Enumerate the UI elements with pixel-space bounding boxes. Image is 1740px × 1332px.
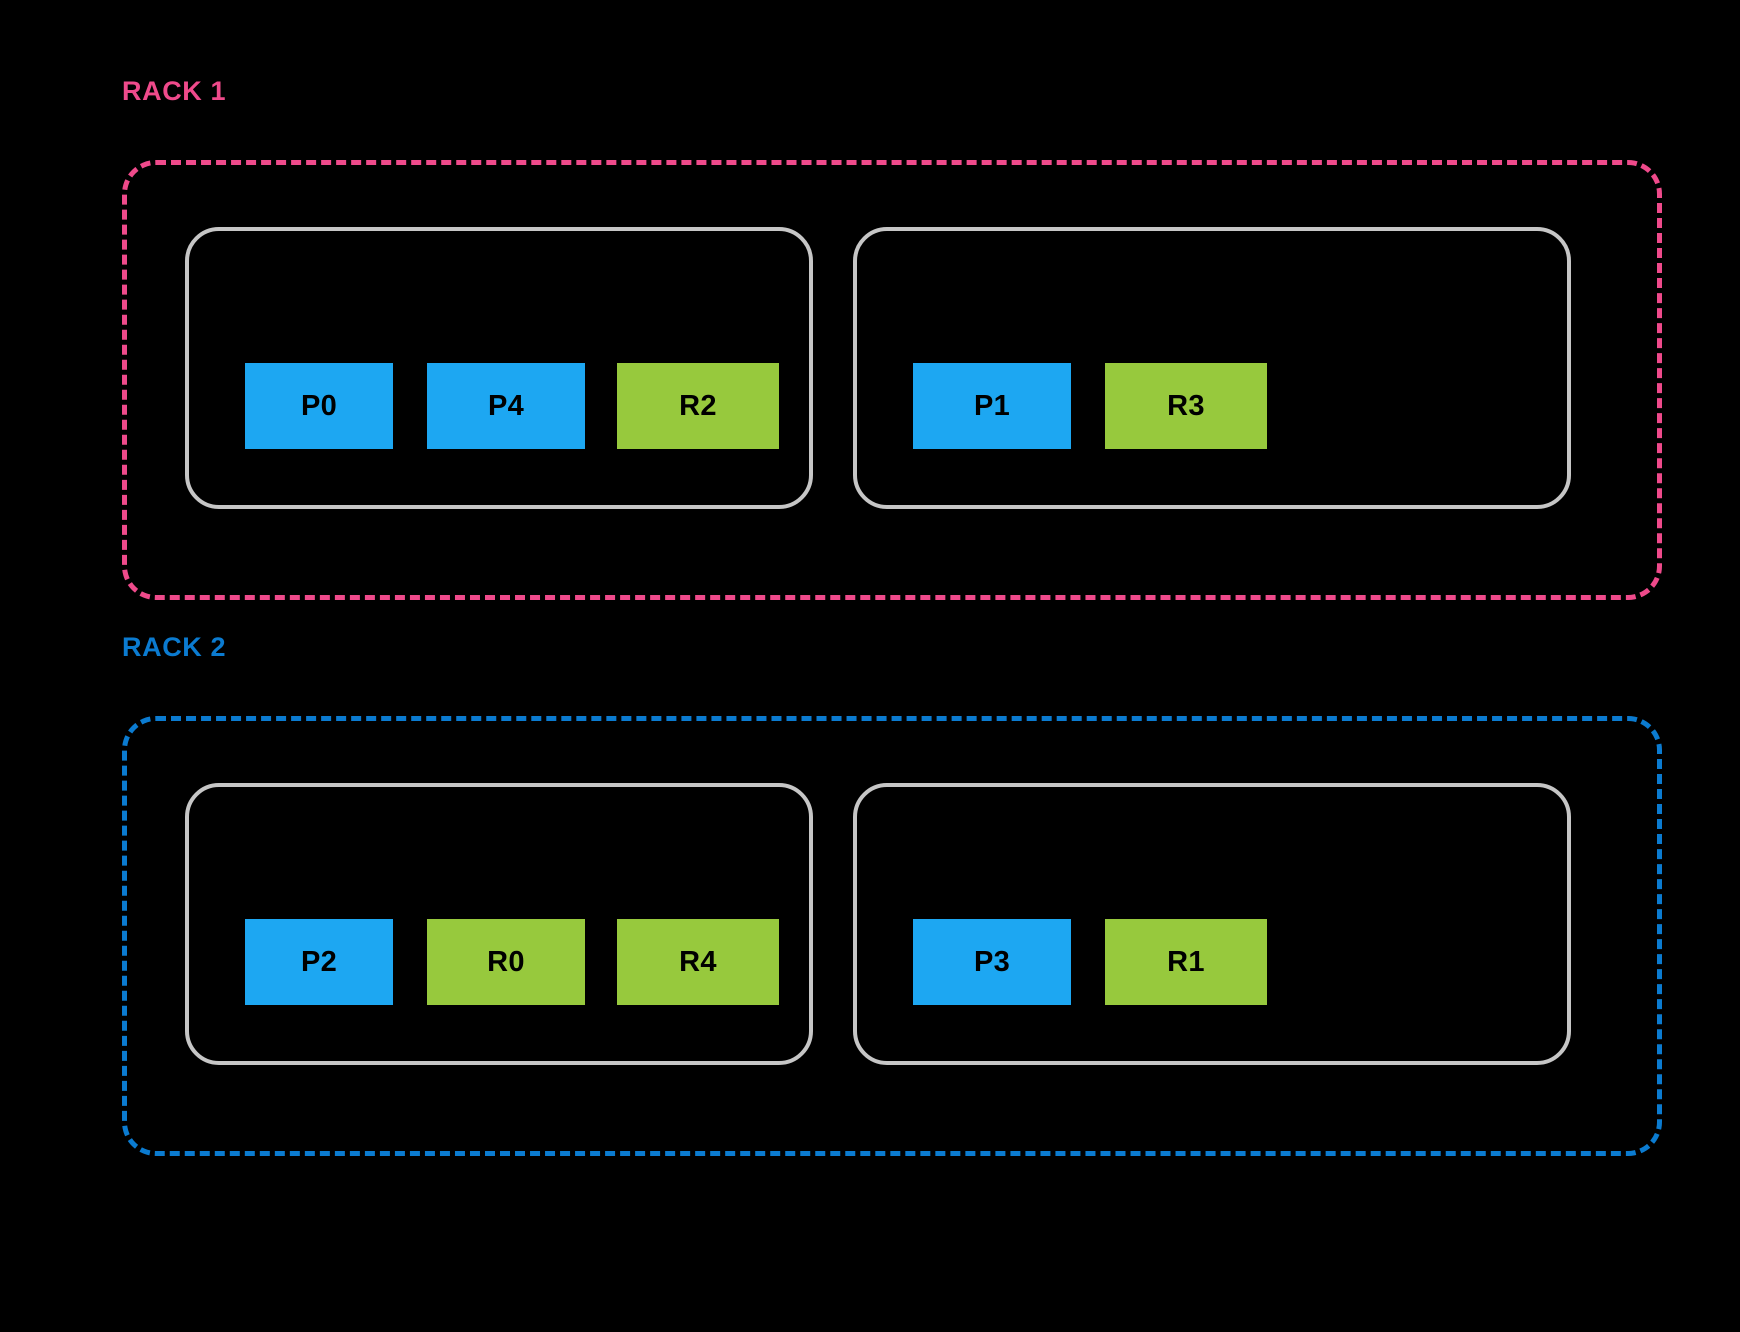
chip-r2[interactable]: R2 bbox=[617, 363, 779, 449]
chip-p0[interactable]: P0 bbox=[245, 363, 393, 449]
node-container-rack1-node-2: P1 R3 bbox=[853, 227, 1571, 509]
chip-p1[interactable]: P1 bbox=[913, 363, 1071, 449]
chip-r0[interactable]: R0 bbox=[427, 919, 585, 1005]
chip-p2[interactable]: P2 bbox=[245, 919, 393, 1005]
chip-r3[interactable]: R3 bbox=[1105, 363, 1267, 449]
chip-p4[interactable]: P4 bbox=[427, 363, 585, 449]
chip-r4[interactable]: R4 bbox=[617, 919, 779, 1005]
chip-p3[interactable]: P3 bbox=[913, 919, 1071, 1005]
rack-boundary-rack-1: P0 P4 R2 P1 R3 bbox=[122, 160, 1662, 600]
node-container-rack2-node-1: P2 R0 R4 bbox=[185, 783, 813, 1065]
node-container-rack2-node-2: P3 R1 bbox=[853, 783, 1571, 1065]
rack-label-rack-2: RACK 2 bbox=[122, 632, 227, 662]
node-container-rack1-node-1: P0 P4 R2 bbox=[185, 227, 813, 509]
rack-boundary-rack-2: P2 R0 R4 P3 R1 bbox=[122, 716, 1662, 1156]
rack-label-rack-1: RACK 1 bbox=[122, 76, 227, 106]
chip-r1[interactable]: R1 bbox=[1105, 919, 1267, 1005]
